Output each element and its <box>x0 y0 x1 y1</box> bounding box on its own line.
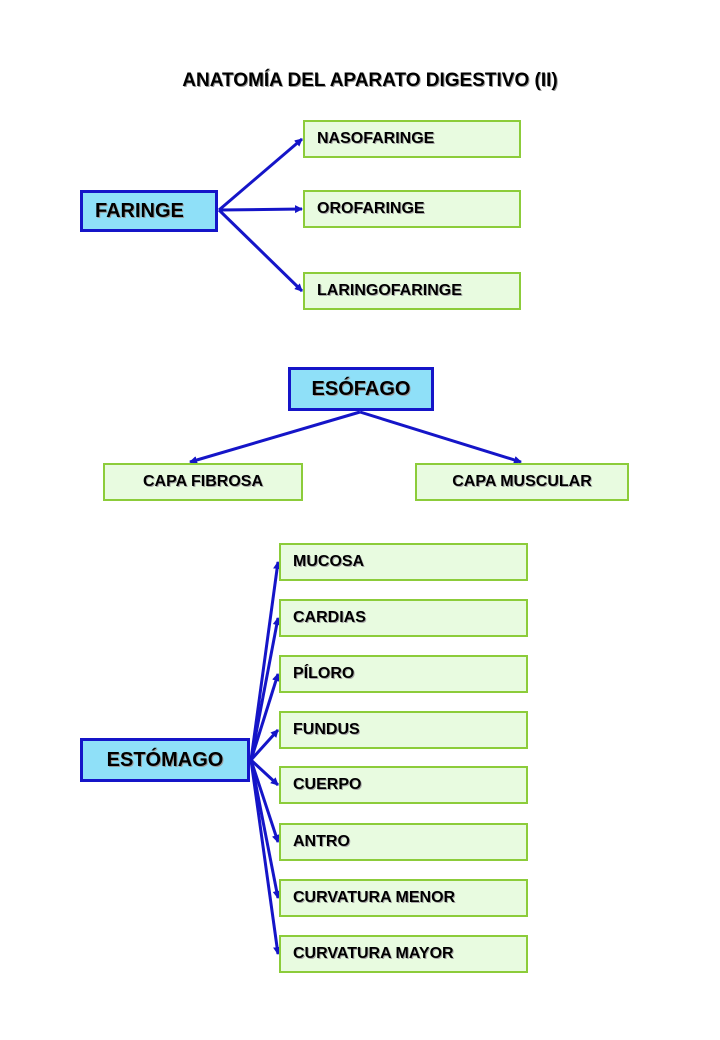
antro-box: ANTRO <box>279 823 528 861</box>
capa-fibrosa-label: CAPA FIBROSA <box>143 473 263 490</box>
laringofaringe-box: LARINGOFARINGE <box>303 272 521 310</box>
mucosa-label: MUCOSA <box>293 553 365 570</box>
estomago-label: ESTÓMAGO <box>106 749 224 771</box>
page-title: ANATOMÍA DEL APARATO DIGESTIVO (II) <box>182 70 558 91</box>
cardias-box: CARDIAS <box>279 599 528 637</box>
orofaringe-label: OROFARINGE <box>317 200 425 217</box>
cuerpo-label: CUERPO <box>293 776 362 793</box>
nasofaringe-label: NASOFARINGE <box>317 130 435 147</box>
curvatura-mayor-box: CURVATURA MAYOR <box>279 935 528 973</box>
antro-label: ANTRO <box>293 833 350 850</box>
fundus-label: FUNDUS <box>293 721 360 738</box>
faringe-label: FARINGE <box>95 200 184 222</box>
capa-muscular-box: CAPA MUSCULAR <box>415 463 629 501</box>
arrow-faringe-laringofaringe <box>217 208 304 293</box>
fundus-box: FUNDUS <box>279 711 528 749</box>
esofago-label: ESÓFAGO <box>311 378 411 400</box>
arrow-estomago-item-3 <box>249 673 280 761</box>
nasofaringe-box: NASOFARINGE <box>303 120 521 158</box>
estomago-node: ESTÓMAGO <box>80 738 250 782</box>
piloro-label: PÍLORO <box>293 665 355 682</box>
faringe-node: FARINGE <box>80 190 218 232</box>
laringofaringe-label: LARINGOFARINGE <box>317 282 462 299</box>
capa-fibrosa-box: CAPA FIBROSA <box>103 463 303 501</box>
curvatura-menor-box: CURVATURA MENOR <box>279 879 528 917</box>
esofago-node: ESÓFAGO <box>288 367 434 411</box>
curvatura-menor-label: CURVATURA MENOR <box>293 889 456 906</box>
arrow-estomago-item-8 <box>249 759 281 955</box>
arrow-esofago-capa-muscular <box>359 410 522 464</box>
arrow-esofago-capa-fibrosa <box>189 410 361 464</box>
arrow-estomago-item-6 <box>249 759 280 843</box>
curvatura-mayor-label: CURVATURA MAYOR <box>293 945 454 962</box>
mucosa-box: MUCOSA <box>279 543 528 581</box>
orofaringe-box: OROFARINGE <box>303 190 521 228</box>
capa-muscular-label: CAPA MUSCULAR <box>452 473 592 490</box>
arrow-estomago-item-4 <box>249 728 280 762</box>
arrow-estomago-item-1 <box>249 561 282 761</box>
arrow-estomago-item-2 <box>249 617 281 761</box>
piloro-box: PÍLORO <box>279 655 528 693</box>
cardias-label: CARDIAS <box>293 609 366 626</box>
arrow-faringe-nasofaringe <box>218 137 303 212</box>
arrow-faringe-orofaringe <box>218 205 303 214</box>
cuerpo-box: CUERPO <box>279 766 528 804</box>
arrow-estomago-item-5 <box>249 758 280 787</box>
